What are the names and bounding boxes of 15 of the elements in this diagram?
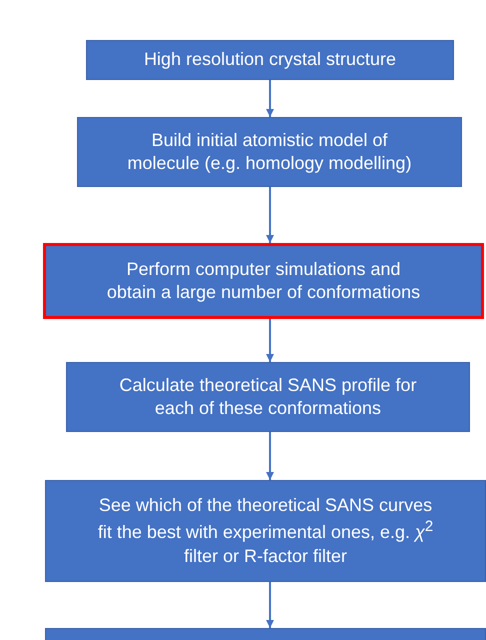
step-text: High resolution crystal structure	[144, 48, 396, 72]
process-box	[66, 362, 470, 432]
arrow	[266, 319, 274, 362]
step-text: Perform computer simulations and obtain a large number of conformations	[106, 258, 422, 304]
arrow	[266, 80, 274, 117]
step-text: Build initial atomistic model of molecule (e.g. homology modelling)	[126, 128, 413, 175]
process-box	[77, 117, 462, 187]
process-box	[45, 480, 486, 582]
process-box	[43, 243, 484, 319]
arrow	[266, 582, 274, 628]
process-box	[86, 40, 454, 80]
arrow	[266, 432, 274, 480]
arrow	[266, 187, 274, 243]
step-text: See which of the theoretical SANS curves fit the best with experimental ones, e.g. χ$^{2}$ filter or R-factor filter	[96, 494, 434, 568]
step-text: Calculate theoretical SANS profile for each of these conformations	[118, 374, 418, 420]
